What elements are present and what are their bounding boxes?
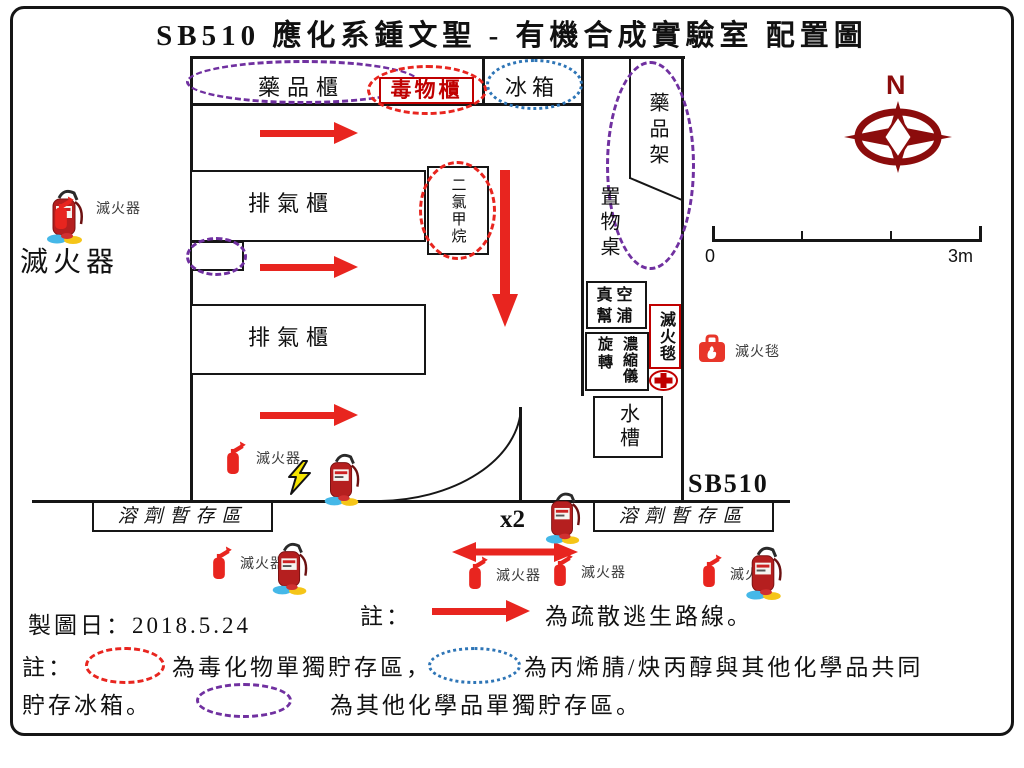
scale-bar-tick-mid1 bbox=[801, 231, 803, 241]
scale-3m-label: 3m bbox=[948, 246, 974, 266]
scale-bar-tick-mid2 bbox=[890, 231, 892, 241]
fire-extinguisher-icon bbox=[213, 546, 232, 579]
fire-extinguisher-icon bbox=[554, 553, 573, 586]
route-arrow-down bbox=[492, 170, 518, 327]
fire-extinguisher-photo bbox=[744, 546, 783, 600]
extinguisher-label-bottom-2: 滅火器 bbox=[496, 567, 541, 583]
purple-zone-ellipse-shelf bbox=[606, 61, 695, 270]
compass-north-label: N bbox=[886, 70, 906, 100]
blue-zone-ellipse-fridge bbox=[486, 59, 583, 110]
room-number-label: SB510 bbox=[688, 469, 769, 498]
fume-hood-bottom-box bbox=[190, 304, 426, 375]
legend-prefix: 註： bbox=[22, 655, 74, 680]
compass-icon bbox=[844, 101, 952, 173]
extinguisher-label-large: 滅火器 bbox=[20, 247, 120, 278]
door-leaf bbox=[519, 407, 522, 502]
legend-purple-ellipse bbox=[196, 683, 292, 718]
fire-extinguisher-icon bbox=[703, 554, 722, 587]
fire-extinguisher-icon bbox=[227, 441, 246, 474]
route-arrow-3 bbox=[260, 404, 358, 426]
extinguisher-label-room: 滅火器 bbox=[256, 450, 301, 466]
fire-blanket-icon bbox=[699, 334, 725, 362]
purple-zone-ellipse-small bbox=[186, 237, 247, 276]
route-arrow-2 bbox=[260, 256, 358, 278]
red-zone-ellipse-dcm bbox=[419, 161, 496, 260]
wall-right bbox=[681, 56, 684, 503]
legend-line2-start: 貯存冰箱。 bbox=[22, 693, 152, 718]
legend-blue-ellipse bbox=[428, 647, 521, 684]
scale-zero-label: 0 bbox=[705, 246, 716, 266]
vacuum-pump-label-bottom: 幫浦 bbox=[596, 308, 637, 325]
date-label: 製圖日：2018.5.24 bbox=[28, 613, 251, 638]
extinguisher-label-bottom-3: 滅火器 bbox=[581, 564, 626, 580]
wall-top bbox=[190, 56, 685, 59]
extinguisher-label-small-left: 滅火器 bbox=[96, 200, 141, 216]
solvent-area-label-right: 溶劑暫存區 bbox=[618, 506, 749, 527]
cabinet-band-divider bbox=[482, 56, 485, 104]
route-arrow-1 bbox=[260, 122, 358, 144]
page-border bbox=[10, 6, 1014, 736]
rotary-evaporator-label-left: 旋轉 bbox=[596, 336, 612, 372]
legend-blue-text: 為丙烯腈/炔丙醇與其他化學品共同 bbox=[524, 655, 924, 680]
legend-red-ellipse bbox=[85, 647, 165, 684]
scale-bar-tick-left bbox=[712, 226, 715, 241]
fume-hood-top-label: 排氣櫃 bbox=[248, 191, 336, 216]
rotary-evaporator-label-right: 濃縮儀 bbox=[621, 336, 637, 384]
x2-label: x2 bbox=[500, 506, 525, 533]
rotary-evaporator-box: 旋轉 濃縮儀 bbox=[585, 332, 649, 391]
fire-extinguisher-photo bbox=[323, 453, 360, 506]
page-title: SB510 應化系鍾文聖 - 有機合成實驗室 配置圖 bbox=[156, 20, 868, 52]
route-note-prefix: 註： bbox=[360, 604, 412, 629]
fume-hood-bottom-label: 排氣櫃 bbox=[248, 325, 336, 350]
fire-extinguisher-icon bbox=[55, 196, 74, 229]
vacuum-pump-label-top: 真空 bbox=[596, 287, 637, 304]
route-legend-arrow bbox=[432, 600, 530, 622]
route-note-text: 為疏散逃生路線。 bbox=[545, 604, 753, 629]
sink-label: 水槽 bbox=[616, 403, 639, 451]
storage-table-label: 置物桌 bbox=[597, 186, 619, 261]
solvent-area-label-left: 溶劑暫存區 bbox=[117, 506, 248, 527]
fire-blanket-label: 滅火毯 bbox=[735, 343, 780, 359]
legend-purple-text: 為其他化學品單獨貯存區。 bbox=[330, 693, 642, 718]
red-zone-ellipse-poison bbox=[367, 65, 487, 115]
fire-extinguisher-icon bbox=[469, 556, 488, 589]
lightning-icon bbox=[288, 460, 311, 495]
red-cross-icon bbox=[649, 370, 678, 391]
legend-red-text: 為毒化物單獨貯存區， bbox=[172, 655, 432, 680]
sink-box: 水槽 bbox=[593, 396, 663, 458]
route-arrow-double bbox=[452, 542, 578, 562]
scale-bar-tick-right bbox=[979, 226, 982, 241]
right-strip-line bbox=[581, 56, 584, 396]
fire-extinguisher-photo bbox=[271, 542, 308, 596]
vacuum-pump-box: 真空 幫浦 bbox=[586, 281, 647, 329]
scale-bar-line bbox=[712, 239, 982, 242]
fire-blanket-box-label: 滅火毯 bbox=[657, 311, 674, 362]
fire-extinguisher-photo bbox=[544, 492, 581, 544]
wall-left bbox=[190, 56, 193, 503]
fire-blanket-box: 滅火毯 bbox=[649, 304, 681, 369]
solvent-area-box-left: 溶劑暫存區 bbox=[92, 501, 273, 532]
solvent-area-box-right: 溶劑暫存區 bbox=[593, 501, 774, 532]
extinguisher-label-bottom-1: 滅火器 bbox=[240, 555, 285, 571]
